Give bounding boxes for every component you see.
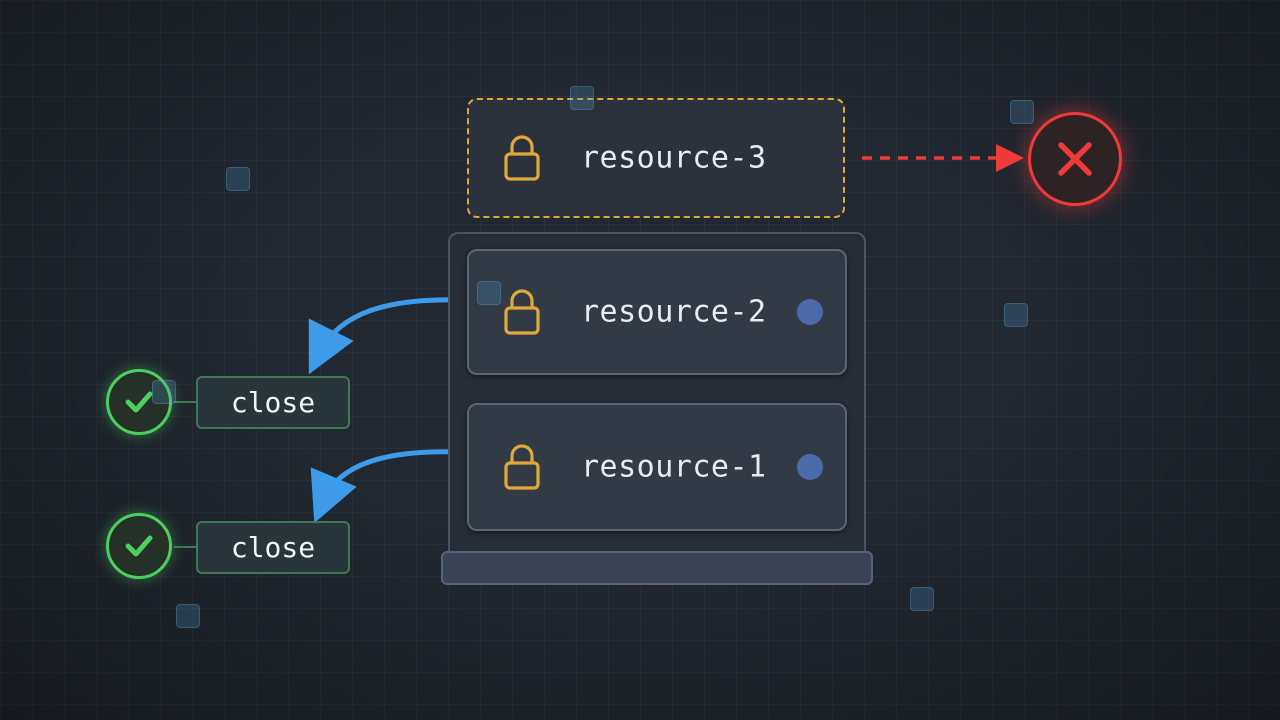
check-circle-icon: [106, 513, 172, 579]
close-label-bottom: close: [196, 521, 350, 574]
watermark-icon: [1010, 100, 1034, 124]
resource-1-card: resource-1: [467, 403, 847, 531]
resource-label: resource-3: [581, 140, 767, 176]
close-label-top: close: [196, 376, 350, 429]
padlock-icon: [504, 444, 540, 490]
resource-2-card: resource-2: [467, 249, 847, 375]
release-arrow-resource-2: [308, 297, 463, 375]
watermark-icon: [1004, 303, 1028, 327]
resource-stack-base: [441, 551, 873, 585]
watermark-icon: [152, 380, 176, 404]
x-mark-icon: [1028, 112, 1122, 206]
watermark-icon: [176, 604, 200, 628]
watermark-icon: [910, 587, 934, 611]
watermark-icon: [570, 86, 594, 110]
status-dot: [797, 454, 823, 480]
padlock-icon: [504, 135, 540, 181]
watermark-icon: [226, 167, 250, 191]
resource-label: resource-1: [581, 449, 767, 485]
check-circle-icon: [106, 369, 172, 435]
padlock-icon: [504, 289, 540, 335]
resource-label: resource-2: [581, 294, 767, 330]
status-dot: [797, 299, 823, 325]
watermark-icon: [477, 281, 501, 305]
release-arrow-resource-1: [310, 449, 463, 524]
resource-3-pending: resource-3: [467, 98, 845, 218]
